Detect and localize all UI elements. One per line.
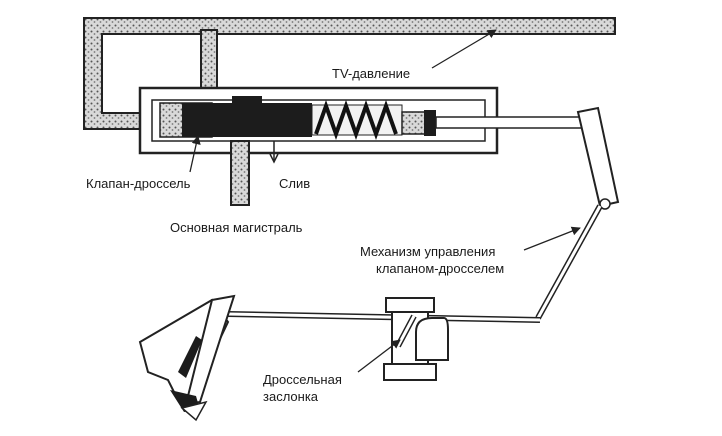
label-damper-line1: Дроссельная bbox=[263, 372, 342, 387]
label-drain: Слив bbox=[279, 176, 310, 191]
throttle-linkage-rod bbox=[227, 311, 541, 323]
arrow-mechanism bbox=[523, 226, 581, 251]
label-damper-line2: заслонка bbox=[263, 389, 319, 404]
arrow-damper bbox=[357, 339, 401, 373]
accelerator-pedal bbox=[138, 294, 236, 422]
plunger bbox=[401, 110, 436, 136]
push-rod bbox=[435, 116, 587, 129]
label-tv-pressure: TV-давление bbox=[332, 66, 410, 81]
label-mechanism-line1: Механизм управления bbox=[360, 244, 495, 259]
drain-port bbox=[269, 141, 279, 164]
arrow-tv-pressure bbox=[431, 29, 497, 69]
arrow-throttle-valve bbox=[189, 135, 201, 173]
label-mechanism-line2: клапаном-дросселем bbox=[376, 261, 504, 276]
control-lever bbox=[535, 106, 620, 320]
label-main-line: Основная магистраль bbox=[170, 220, 303, 235]
main-line-pipe bbox=[230, 140, 250, 206]
throttle-body bbox=[383, 297, 449, 381]
spring bbox=[311, 100, 403, 140]
callout-arrows bbox=[189, 29, 581, 373]
label-throttle-valve: Клапан-дроссель bbox=[86, 176, 191, 191]
tv-pressure-line bbox=[83, 17, 616, 130]
valve-spool bbox=[159, 96, 312, 138]
